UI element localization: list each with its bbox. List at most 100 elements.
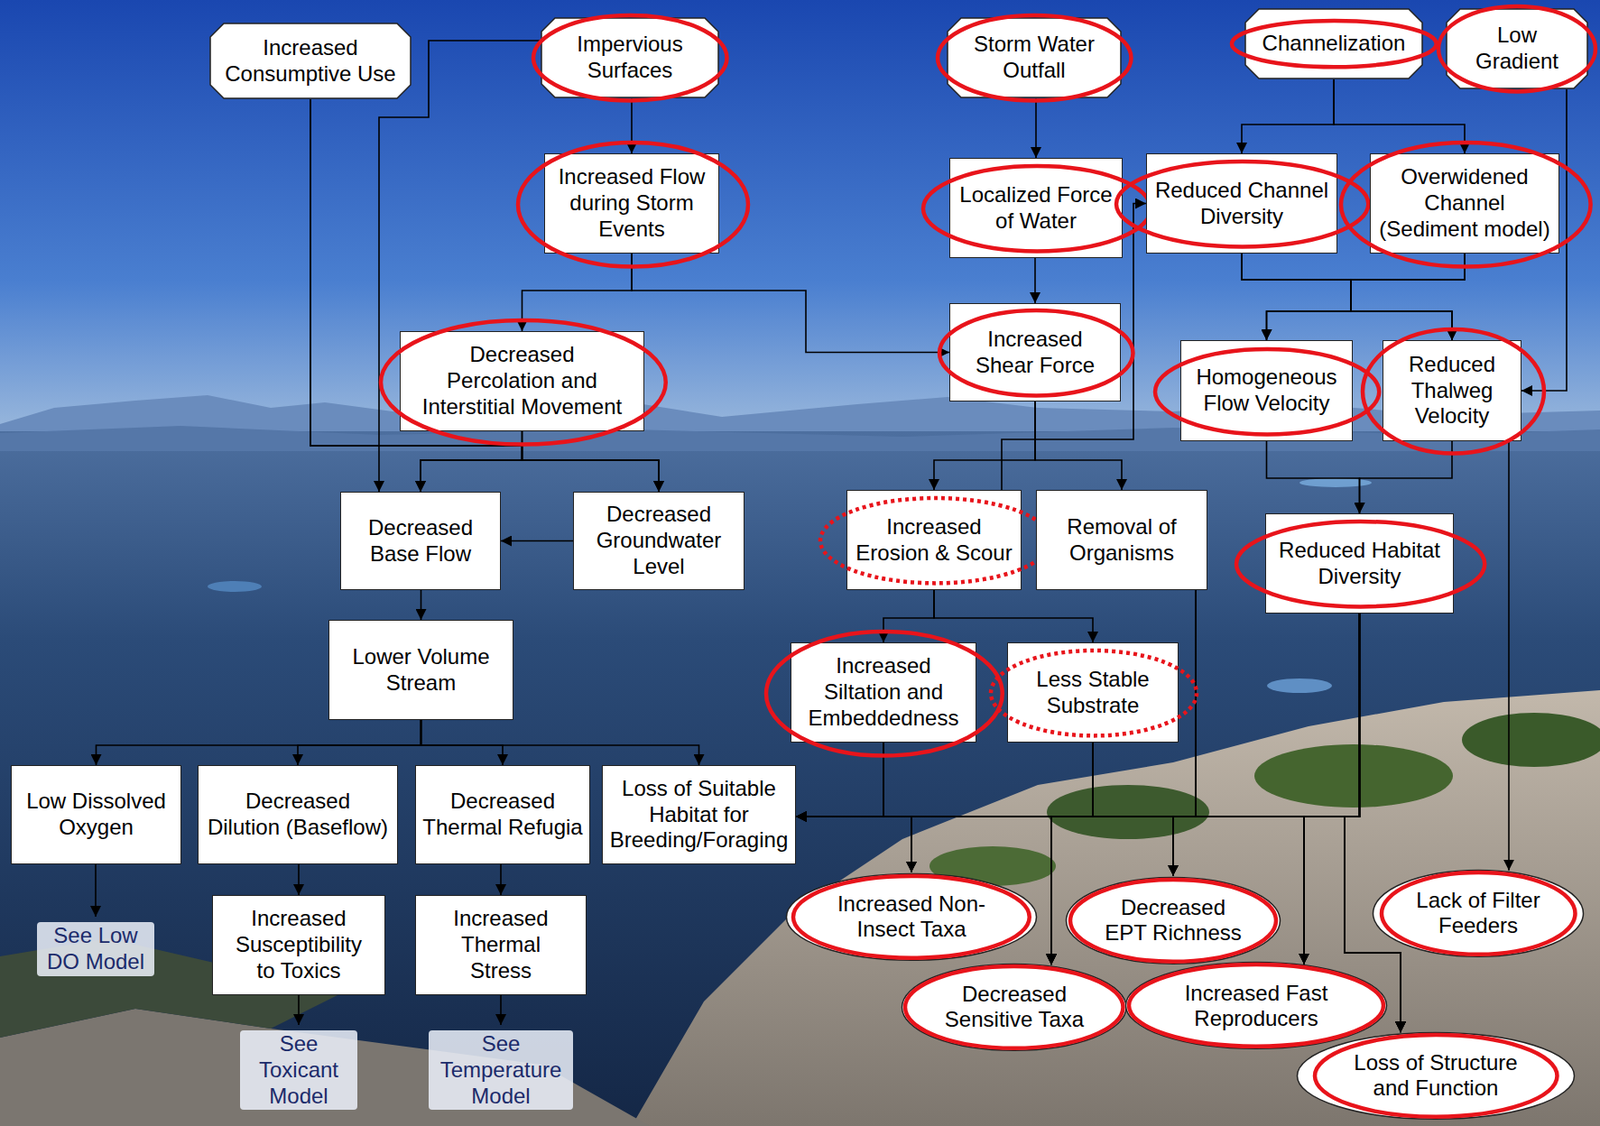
connector-arrow xyxy=(1241,79,1334,154)
lake xyxy=(207,581,262,592)
reference-note: See Toxicant Model xyxy=(240,1030,358,1110)
connector-arrow xyxy=(1173,613,1360,877)
connector-arrow xyxy=(1241,253,1453,341)
process-box: Low Dissolved Oxygen xyxy=(10,765,182,865)
node-label: Increased Consumptive Use xyxy=(220,35,401,88)
node-label: Increased Erosion & Scour xyxy=(852,514,1016,567)
connector-arrow xyxy=(421,720,504,766)
node-label: Loss of Suitable Habitat for Breeding/Fo… xyxy=(608,776,790,854)
process-box: Reduced Channel Diversity xyxy=(1146,153,1338,254)
highlight-ellipse xyxy=(793,876,1030,959)
response-ellipse: Increased Non-Insect Taxa xyxy=(785,872,1038,962)
node-label: Increased Susceptibility to Toxics xyxy=(226,906,371,984)
connector-arrow xyxy=(499,864,502,896)
process-box: Decreased Thermal Refugia xyxy=(415,765,591,865)
connector-arrow xyxy=(934,590,1093,643)
response-ellipse: Lack of Filter Feeders xyxy=(1371,869,1585,959)
reference-arrow xyxy=(499,995,502,1026)
connector-arrow xyxy=(420,590,423,620)
ellipse-shape xyxy=(902,963,1128,1051)
node-label: Increased Siltation and Embeddedness xyxy=(800,653,968,731)
response-ellipse: Increased Fast Reproducers xyxy=(1124,961,1388,1051)
ellipse-shape xyxy=(1066,877,1281,964)
process-box: Increased Flow during Storm Events xyxy=(544,153,720,254)
octagon-shape xyxy=(1446,9,1588,89)
source-octagon: Storm Water Outfall xyxy=(946,17,1122,99)
shrub xyxy=(1461,712,1600,768)
node-label: Lack of Filter Feeders xyxy=(1410,887,1546,938)
source-octagon: Channelization xyxy=(1244,8,1424,80)
connector-arrow xyxy=(911,742,1093,873)
ellipse-shape xyxy=(786,873,1037,961)
node-label: Decreased Groundwater Level xyxy=(582,501,736,580)
highlight-ellipse xyxy=(1128,964,1384,1047)
connector-arrow xyxy=(911,613,1360,873)
highlight-ellipse xyxy=(1381,872,1576,955)
reference-note: See Low DO Model xyxy=(36,922,155,977)
process-box: Increased Shear Force xyxy=(949,303,1121,402)
node-label: Removal of Organisms xyxy=(1045,514,1199,567)
node-label: Low Dissolved Oxygen xyxy=(19,788,174,842)
connector-arrow xyxy=(883,742,1174,877)
connector-arrow xyxy=(297,720,422,766)
reference-arrow xyxy=(94,864,97,917)
node-label: Increased Fast Reproducers xyxy=(1165,980,1347,1031)
process-box: Localized Force of Water xyxy=(949,157,1123,259)
process-box: Increased Thermal Stress xyxy=(415,895,587,996)
connector-arrow xyxy=(421,720,700,766)
ellipse-shape xyxy=(1373,869,1584,957)
highlight-ellipse xyxy=(1341,142,1591,268)
connector-arrow xyxy=(500,540,574,543)
ellipse-shape xyxy=(1126,962,1388,1050)
node-label: Increased Shear Force xyxy=(967,326,1103,380)
highlight-ellipse xyxy=(766,631,1003,757)
highlight-ellipse xyxy=(820,498,1051,583)
near-ridge xyxy=(0,425,1600,452)
process-box: Lower Volume Stream xyxy=(328,619,514,721)
shrub xyxy=(1254,744,1453,808)
process-box: Removal of Organisms xyxy=(1035,490,1208,591)
node-label: Homogeneous Flow Velocity xyxy=(1187,364,1346,417)
node-label: Low Gradient xyxy=(1462,22,1572,75)
connector-arrow xyxy=(522,431,660,492)
node-label: Localized Force of Water xyxy=(955,182,1117,235)
node-label: Increased Flow during Storm Events xyxy=(550,164,713,242)
node-label: Storm Water Outfall xyxy=(966,31,1102,84)
node-label: Impervious Surfaces xyxy=(562,31,698,84)
process-box: Decreased Dilution (Baseflow) xyxy=(197,765,398,865)
highlight-ellipse xyxy=(1116,161,1369,247)
process-box: Decreased Base Flow xyxy=(340,491,501,591)
highlight-ellipse xyxy=(990,650,1197,736)
node-label: Increased Thermal Stress xyxy=(433,906,569,984)
response-ellipse: Decreased EPT Richness xyxy=(1064,876,1282,966)
reference-note: See Temperature Model xyxy=(428,1030,574,1110)
process-box: Increased Susceptibility to Toxics xyxy=(212,895,386,996)
source-octagon: Impervious Surfaces xyxy=(540,17,720,99)
connector-arrow xyxy=(310,99,523,492)
process-box: Increased Siltation and Embeddedness xyxy=(790,642,977,743)
process-box: Reduced Thalweg Velocity xyxy=(1382,340,1522,442)
process-box: Loss of Suitable Habitat for Breeding/Fo… xyxy=(601,765,796,865)
source-octagon: Increased Consumptive Use xyxy=(209,22,412,100)
connector-arrow xyxy=(795,742,1093,817)
node-label: Decreased Sensitive Taxa xyxy=(937,981,1092,1032)
process-box: Less Stable Substrate xyxy=(1007,642,1179,743)
highlight-ellipse xyxy=(1070,879,1277,962)
process-box: Reduced Habitat Diversity xyxy=(1265,513,1454,614)
octagon-shape xyxy=(541,18,719,98)
foreground-rocks xyxy=(0,1008,650,1126)
node-label: Increased Non-Insect Taxa xyxy=(828,891,996,942)
response-ellipse: Loss of Structure and Function xyxy=(1295,1031,1576,1121)
node-label: Reduced Channel Diversity xyxy=(1152,177,1332,231)
connector-arrow xyxy=(630,98,633,154)
highlight-ellipse xyxy=(905,966,1124,1049)
highlight-ellipse xyxy=(1231,20,1437,67)
process-box: Decreased Percolation and Interstitial M… xyxy=(399,331,645,432)
connector-arrow xyxy=(1507,441,1510,871)
node-label: Decreased Dilution (Baseflow) xyxy=(206,788,389,842)
node-label: Channelization xyxy=(1262,30,1406,57)
shrub xyxy=(1046,785,1210,840)
octagon-shape xyxy=(947,18,1121,98)
process-box: Overwidened Channel (Sediment model) xyxy=(1369,153,1560,254)
connector-arrow xyxy=(1034,258,1036,304)
